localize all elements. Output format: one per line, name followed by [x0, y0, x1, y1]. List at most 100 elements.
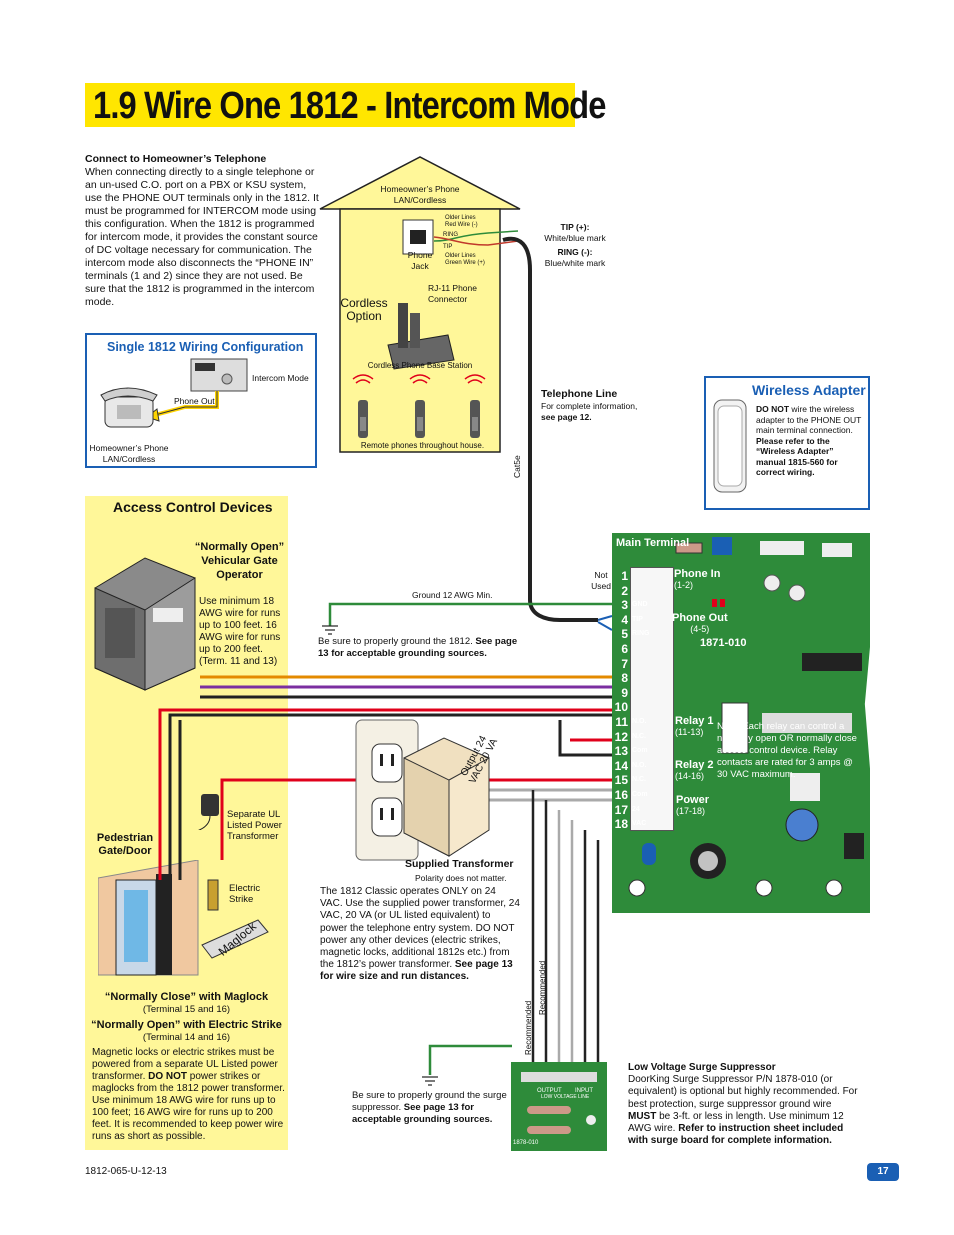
terminal-strip: [630, 567, 674, 831]
older-red-label: Older Lines Red Wire (-): [445, 215, 478, 228]
homeowner-section: Connect to Homeowner’s Telephone When co…: [85, 153, 320, 309]
door-diagram: [98, 860, 269, 976]
transformer-body-a: The 1812 Classic operates ONLY on 24 VAC…: [320, 886, 520, 971]
remote-phone-icon-2: [415, 400, 425, 438]
transformer-body: The 1812 Classic operates ONLY on 24 VAC…: [320, 886, 520, 984]
recommended-label-2: Recommended: [538, 960, 547, 1015]
lock-note-b: DO NOT: [148, 1071, 188, 1082]
electric-strike-label: Electric Strike: [229, 883, 261, 905]
surge-components: [521, 1072, 597, 1134]
lock-note-a: Magnetic locks or electric strikes must …: [92, 1047, 278, 1082]
terminal-label: TIP: [632, 615, 643, 623]
board-components: [628, 537, 864, 897]
wireless-body: wire the wireless adapter to the PHONE O…: [756, 404, 862, 435]
relay2-terms: (14-16): [675, 771, 705, 781]
power-group: Power(17-18): [676, 794, 709, 816]
wireless-do-not: DO NOT: [756, 404, 790, 414]
transformer-body-b: See page 13 for wire size and run distan…: [320, 959, 513, 983]
telephone-line-link[interactable]: see page 12.: [541, 411, 592, 422]
terminal-label: N.C.: [632, 732, 646, 740]
main-terminal-label: Main Terminal: [616, 537, 690, 549]
surge-body-d: Refer to instruction sheet included with…: [628, 1123, 844, 1147]
ring-label: RING: [443, 232, 458, 238]
no-strike-title: “Normally Open” with Electric Strike: [91, 1019, 282, 1031]
homeowner-body: When connecting directly to a single tel…: [85, 166, 319, 308]
surge-body-a: DoorKing Surge Suppressor P/N 1878-010 (…: [628, 1074, 858, 1110]
transformer-heading: Supplied Transformer: [405, 858, 514, 870]
nc-maglock-title: “Normally Close” with Maglock: [104, 991, 269, 1003]
nc-maglock-terms: (Terminal 15 and 16): [142, 1004, 231, 1015]
terminal-label: Com: [632, 791, 648, 798]
terminal-number: 10: [614, 700, 628, 715]
terminal-number: 11: [615, 715, 628, 729]
maglock-icon: [201, 919, 269, 959]
power-terms: (17-18): [676, 806, 706, 816]
surge-section: Low Voltage Surge Suppressor DoorKing Su…: [628, 1062, 858, 1147]
terminal-number: 18: [614, 817, 628, 832]
terminal-number: 5: [621, 627, 628, 642]
gate-operator-icon: [94, 557, 196, 691]
terminal-number: 9: [621, 685, 628, 700]
terminal-number: 13: [614, 744, 628, 759]
gate-operator-title: “Normally Open” Vehicular Gate Operator: [194, 541, 285, 581]
surge-suppressor-board: OUTPUT INPUT LOW VOLTAGE LINE 1878-010: [511, 1062, 607, 1151]
base-station-label: Cordless Phone Base Station: [367, 361, 473, 370]
surge-body-c: be 3-ft. or less in length. Use minimum …: [628, 1110, 844, 1135]
surge-body-b: MUST: [628, 1110, 657, 1122]
terminal-number: 1: [621, 569, 628, 583]
relay1-label: Relay 1: [675, 715, 714, 727]
lock-specs: “Normally Close” with Maglock (Terminal …: [85, 991, 288, 1044]
terminal-number: 2: [621, 583, 628, 598]
phone-out-board-label: Phone Out: [672, 612, 728, 624]
wireless-adapter-box: Wireless Adapter DO NOT wire the wireles…: [704, 376, 870, 510]
phone-in-terms: (1-2): [674, 580, 694, 590]
surge-board-id: 1878-010: [513, 1140, 539, 1146]
rj11-label: RJ-11 Phone Connector: [428, 283, 477, 304]
page-title: 1.9 Wire One 1812 - Intercom Mode: [93, 85, 606, 127]
remote-phones-label: Remote phones throughout house.: [360, 441, 485, 450]
not-used-label: Not Used: [591, 570, 611, 591]
terminal-number: 4: [621, 612, 628, 627]
relay1-group: Relay 1(11-13): [675, 715, 714, 737]
power-label: Power: [676, 794, 710, 806]
board-id-label: 1871-010: [700, 637, 747, 649]
page-title-banner: 1.9 Wire One 1812 - Intercom Mode: [85, 83, 606, 127]
access-control-title: Access Control Devices: [113, 499, 273, 515]
remote-phone-icon-1: [358, 400, 368, 438]
electric-strike-icon: [207, 879, 219, 911]
single-config-title: Single 1812 Wiring Configuration: [107, 340, 304, 354]
surge-heading: Low Voltage Surge Suppressor: [628, 1062, 776, 1073]
phone-out-group: Phone Out(4-5): [672, 612, 728, 634]
single-config-box: Single 1812 Wiring Configuration Interco…: [85, 333, 317, 468]
terminal-number: 14: [614, 758, 628, 773]
older-green-label: Older Lines Green Wire (+): [445, 253, 485, 266]
terminal-number: 15: [614, 773, 628, 788]
relay2-label: Relay 2: [675, 759, 714, 771]
surge-ground-b: See page 13 for acceptable grounding sou…: [352, 1102, 493, 1125]
tip-legend-label: TIP (+):: [560, 222, 590, 232]
cat5e-label: Cat5e: [512, 455, 522, 478]
surge-output-label: OUTPUT: [537, 1088, 562, 1094]
no-strike-terms: (Terminal 14 and 16): [142, 1032, 231, 1043]
gate-operator-body: Use minimum 18 AWG wire for runs up to 1…: [199, 596, 281, 667]
remote-phone-icon-3: [470, 400, 480, 438]
outlet-transformer-diagram: [355, 719, 490, 861]
tip-legend-desc: White/blue mark: [544, 232, 606, 243]
surge-input-label: INPUT: [575, 1088, 593, 1094]
pedestrian-gate-title: Pedestrian Gate/Door: [96, 832, 154, 857]
power-transformer-small-icon: [197, 794, 219, 830]
cordless-base-icon: [387, 303, 455, 370]
terminal-number: 12: [614, 729, 628, 744]
ground-wire-surge: [428, 1044, 512, 1075]
transformer-polarity: Polarity does not matter.: [415, 873, 507, 883]
terminal-number: 7: [621, 656, 628, 671]
terminal-label: 24: [632, 805, 640, 813]
terminal-label: N.O.: [632, 761, 647, 769]
surge-ground-note: Be sure to properly ground the surge sup…: [352, 1090, 512, 1126]
ground-note-a: Be sure to properly ground the 1812.: [318, 636, 476, 647]
surge-ground-a: Be sure to properly ground the surge sup…: [352, 1090, 507, 1113]
terminal-label: N.C.: [632, 776, 646, 784]
recommended-label-1: Recommended: [524, 1000, 533, 1055]
homeowner-phone-label: Homeowner’s Phone LAN/Cordless: [89, 443, 169, 464]
